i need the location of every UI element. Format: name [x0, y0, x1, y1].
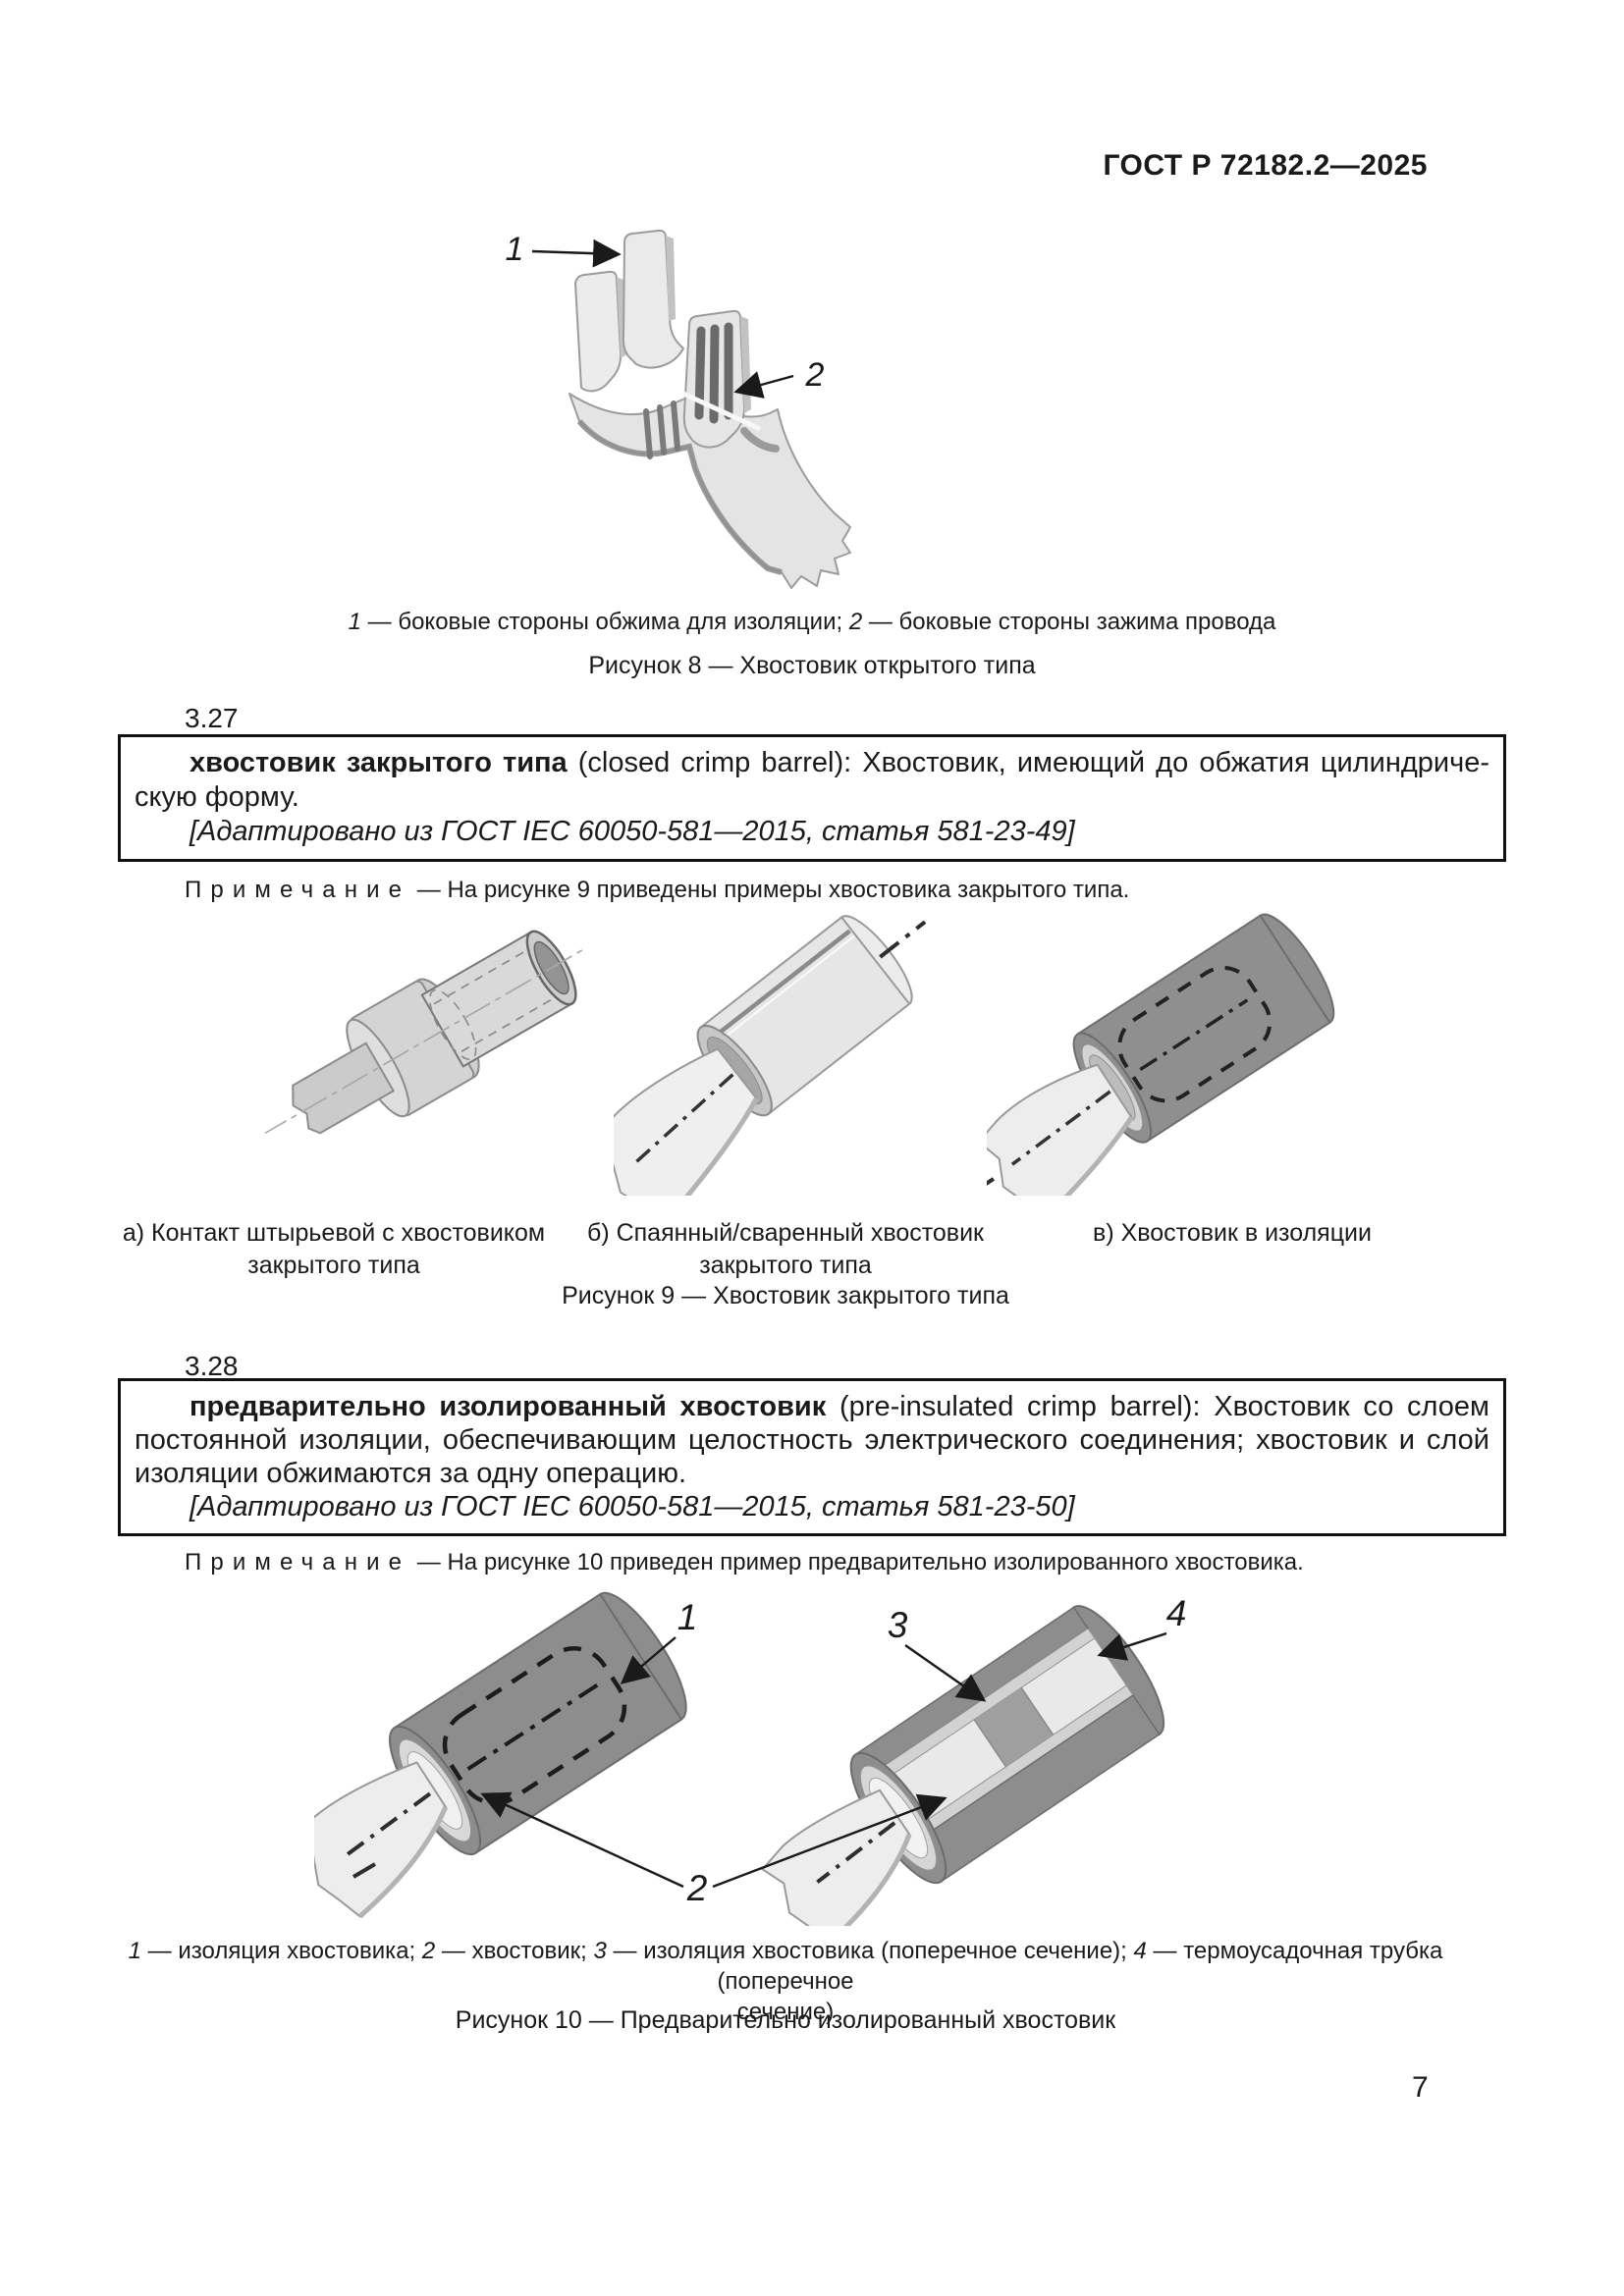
callout-1-arrow	[531, 239, 622, 268]
definition-line: хвостовик закрытого типа (closed crimp b…	[135, 746, 1489, 780]
legend-number: 3	[593, 1938, 607, 1964]
term-pre-insulated-crimp-barrel: предварительно изолированный хвостовик	[189, 1391, 827, 1422]
axis-mark-right	[879, 920, 927, 959]
terminal-base-shadow	[576, 419, 783, 575]
definition-line: предварительно изолированный хвостовик (…	[135, 1390, 1489, 1423]
sleeve-edge	[1020, 1686, 1055, 1735]
legend-text: — изоляция хвостовика;	[141, 1938, 422, 1964]
term-closed-crimp-barrel: хвостовик закрытого типа	[189, 747, 568, 778]
callout-4-arrow	[1097, 1631, 1167, 1661]
strip-edge	[357, 1805, 449, 1919]
axis-mark	[352, 1862, 377, 1879]
note-figure-9: Примечание — На рисунке 9 приведены прим…	[185, 877, 1506, 904]
definition-text: (pre-insulated crimp barrel): Хвостовик …	[826, 1391, 1489, 1422]
figure-10-callout-4: 4	[1166, 1593, 1187, 1633]
wing-edge-shade	[666, 236, 676, 321]
callout-3-arrow	[904, 1644, 987, 1702]
note-text: — На рисунке 10 приведен пример предвари…	[416, 1549, 1304, 1575]
cutaway-barrel-group	[761, 1605, 1165, 1926]
figure-10-callout-2: 2	[686, 1868, 708, 1908]
legend-number: 2	[421, 1938, 436, 1964]
figure-8-callout-2: 2	[805, 356, 825, 394]
legend-text: — изоляция хвостовика (поперечное сечени…	[606, 1938, 1134, 1964]
definition-box-3-27: хвостовик закрытого типа (closed crimp b…	[118, 734, 1506, 862]
insulation-wing-front	[622, 229, 684, 369]
figure-8-illustration: 1 2	[506, 229, 851, 589]
legend-number: 4	[1133, 1938, 1147, 1964]
page-header: ГОСТ Р 72182.2—2025	[1103, 149, 1428, 182]
page-number: 7	[1412, 2071, 1429, 2104]
legend-text: — боковые стороны обжима для изоляции;	[361, 609, 849, 635]
legend-text: — хвостовик;	[435, 1938, 594, 1964]
legend-number: 1	[348, 609, 361, 635]
barrel-gap	[974, 1687, 1054, 1767]
centerline	[265, 947, 586, 1137]
base-serrations	[643, 400, 680, 459]
figure-9b-illustration	[614, 915, 927, 1196]
fold-highlight	[681, 391, 762, 432]
hidden-centerline	[1139, 998, 1249, 1072]
axis-mark-left	[987, 1172, 1001, 1192]
caption-line: а) Контакт штырьевой с хвостовиком	[122, 1219, 546, 1247]
definition-text: (closed crimp barrel): Хвостовик, имеющи…	[567, 747, 1489, 778]
hidden-centerline	[466, 1682, 601, 1771]
section-number-3-28: 3.28	[185, 1351, 239, 1381]
figure-8-title: Рисунок 8 — Хвостовик открытого типа	[588, 652, 1036, 679]
section-number-3-27: 3.27	[185, 703, 239, 733]
figure-10-illustration: 1 2 3 4	[314, 1591, 1187, 1926]
figure-10-title: Рисунок 10 — Предварительно изолированны…	[455, 2006, 1116, 2034]
caption-line: закрытого типа	[699, 1252, 872, 1279]
legend-number: 2	[848, 609, 863, 635]
definition-box-3-28: предварительно изолированный хвостовик (…	[118, 1378, 1506, 1536]
callout-2-arrow-left	[480, 1791, 684, 1889]
caption-line: закрытого типа	[247, 1252, 420, 1279]
note-text: — На рисунке 9 приведены примеры хвостов…	[416, 877, 1130, 903]
insulation-wing-back	[574, 270, 623, 393]
definition-line: постоянной изоляции, обеспечивающим цело…	[135, 1424, 1489, 1456]
callout-1-arrow	[620, 1636, 677, 1684]
figure-9b-caption: б) Спаянный/сваренный хвостовик закрытог…	[560, 1217, 1011, 1282]
legend-number: 1	[128, 1938, 142, 1964]
callout-2-arrow-right	[712, 1793, 947, 1889]
definition-line: скую форму.	[135, 781, 299, 813]
legend-text: — боковые стороны зажима провода	[862, 609, 1276, 635]
hidden-barrel-outline	[442, 1646, 627, 1806]
weld-seam	[710, 929, 851, 1041]
strip-centerline	[816, 1821, 896, 1884]
axis-mark-left	[614, 1173, 616, 1196]
strip-edge	[1043, 1115, 1134, 1196]
insulated-barrel-group	[314, 1591, 687, 1919]
figure-10-callout-1: 1	[677, 1597, 698, 1637]
legend-line: 1 — изоляция хвостовика; 2 — хвостовик; …	[88, 1936, 1483, 1997]
figure-10-legend: 1 — изоляция хвостовика; 2 — хвостовик; …	[88, 1936, 1483, 2027]
figure-9c-caption: в) Хвостовик в изоляции	[1093, 1219, 1372, 1247]
figure-9a-caption: а) Контакт штырьевой с хвостовиком закры…	[103, 1217, 565, 1282]
note-label: Примечание	[185, 1549, 411, 1575]
cutout-rim	[740, 427, 780, 453]
note-label: Примечание	[185, 877, 411, 903]
strip-centerline	[630, 1073, 734, 1167]
figure-9-title: Рисунок 9 — Хвостовик закрытого типа	[562, 1282, 1009, 1309]
sleeve-edge	[973, 1719, 1007, 1768]
figure-8-callout-1: 1	[506, 231, 524, 268]
legend-text: — термоусадочная трубка (поперечное	[717, 1938, 1443, 1995]
figure-10-callout-3: 3	[888, 1605, 908, 1645]
caption-line: б) Спаянный/сваренный хвостовик	[587, 1219, 984, 1247]
strip-centerline	[1010, 1090, 1111, 1166]
figure-9c-illustration	[987, 913, 1335, 1196]
strip-edge	[829, 1833, 912, 1926]
callout-2-arrow	[733, 371, 794, 399]
source-reference: [Адаптировано из ГОСТ IEC 60050-581—2015…	[189, 1491, 1075, 1522]
figure-8-legend: 1 — боковые стороны обжима для изоляции;…	[118, 609, 1506, 636]
source-reference: [Адаптировано из ГОСТ IEC 60050-581—2015…	[189, 816, 1075, 847]
strip-edge	[665, 1096, 759, 1196]
figure-9a-illustration	[265, 930, 586, 1137]
note-figure-10: Примечание — На рисунке 10 приведен прим…	[185, 1549, 1506, 1576]
definition-line: изоляции обжимаются за одну операцию.	[135, 1458, 687, 1489]
legend-line: сечение)	[736, 1999, 835, 2025]
seam-highlight	[715, 935, 855, 1045]
strip-centerline	[346, 1791, 432, 1856]
